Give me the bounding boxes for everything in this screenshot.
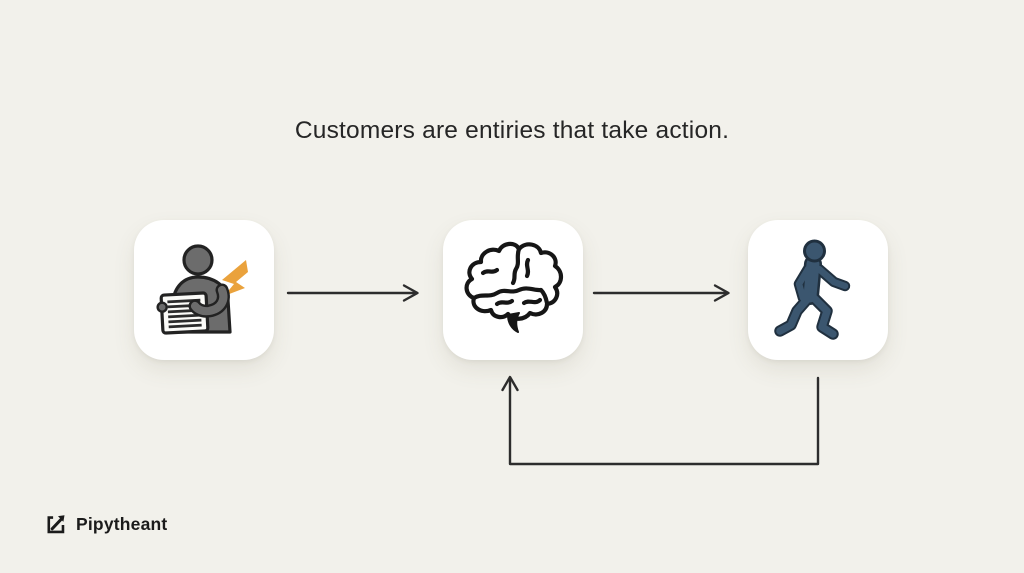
node-card-walking-person: [748, 220, 888, 360]
spark-icon: [222, 260, 248, 296]
brand-name: Pipytheant: [76, 514, 168, 534]
feedback-loop-arrow: [501, 375, 820, 466]
node-card-reading-person: [134, 220, 274, 360]
brand-logo: Pipytheant: [44, 513, 167, 536]
arrow-process-to-action: [592, 284, 730, 302]
node-card-brain: [443, 220, 583, 360]
walking-person-icon: [774, 239, 851, 340]
brand-mark-icon: [47, 515, 65, 534]
page-title: Customers are entiries that take action.: [294, 117, 730, 144]
person-reading-document-icon: [156, 244, 248, 335]
arrow-input-to-process: [286, 284, 419, 302]
brain-icon: [464, 241, 564, 333]
